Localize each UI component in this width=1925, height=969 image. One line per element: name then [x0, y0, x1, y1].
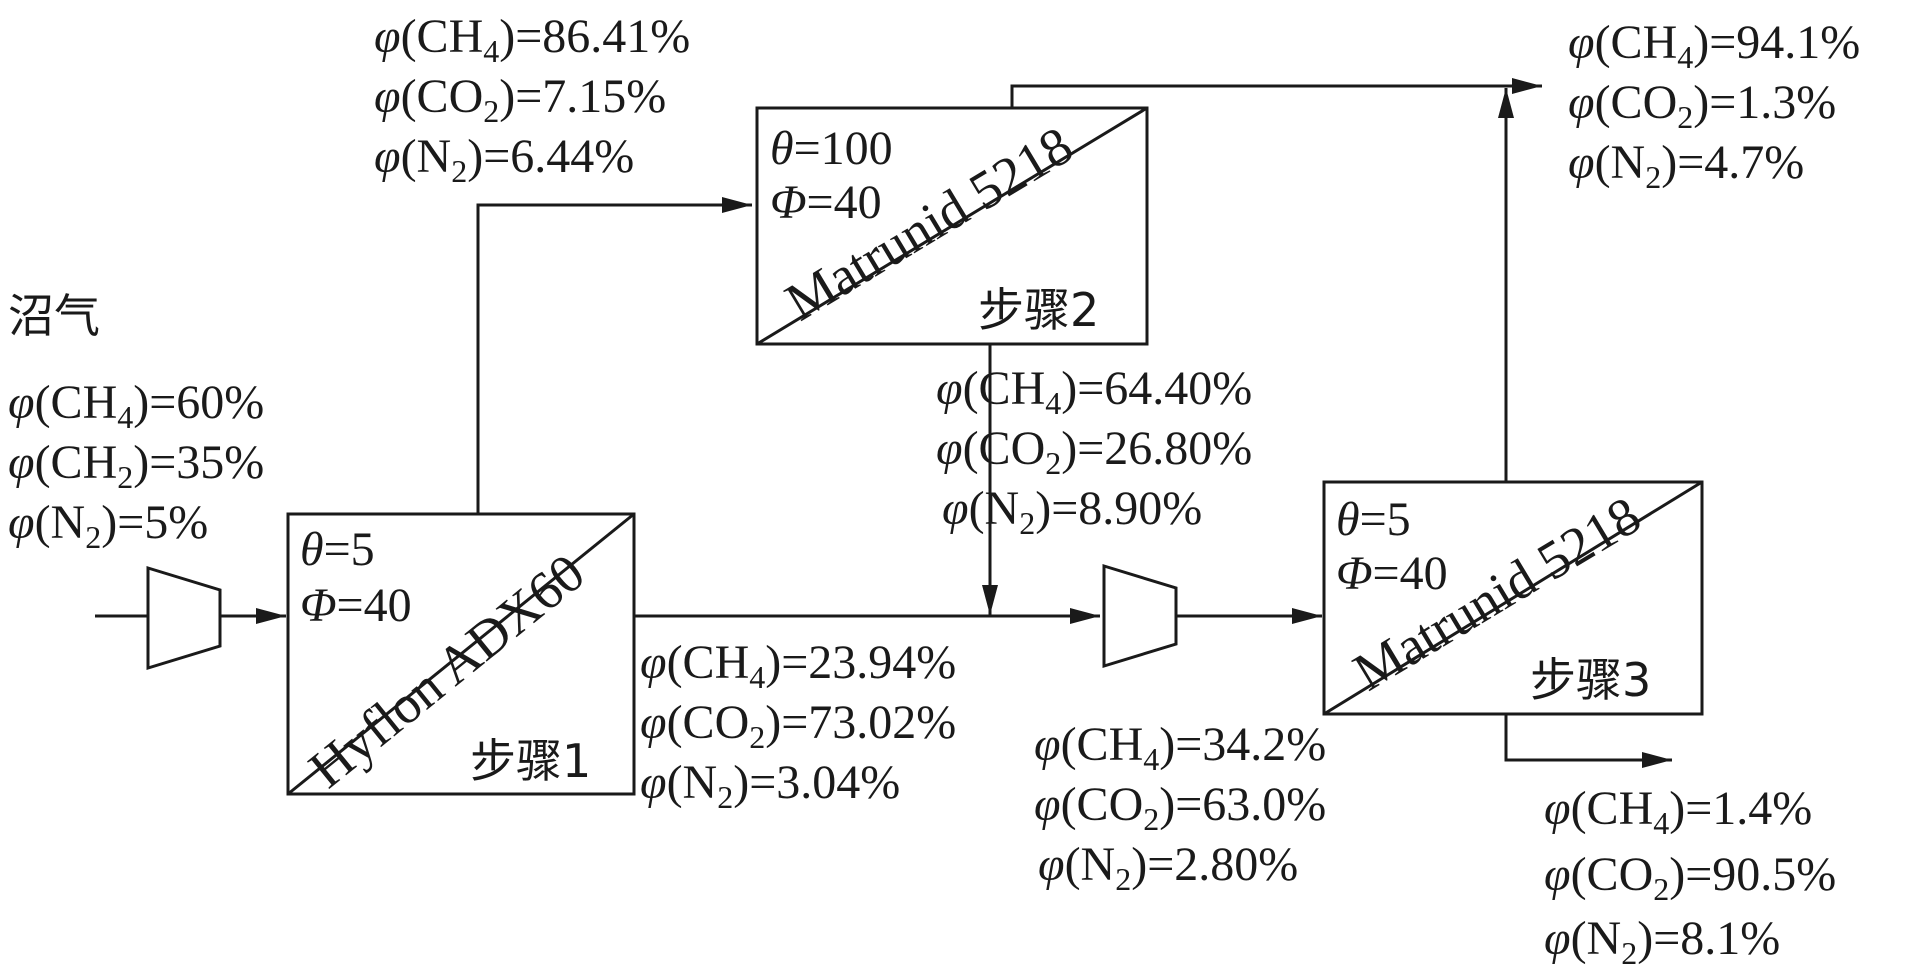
s2r-co2: φ(CO2)=26.80% — [936, 422, 1252, 481]
stream-waste: φ(CH4)=1.4% φ(CO2)=90.5% φ(N2)=8.1% — [1544, 782, 1836, 969]
step3-membrane-unit: θ=5 Φ=40 Matrunid 5218 步骤3 — [1322, 480, 1704, 716]
feed-composition: 沼气 φ(CH4)=60% φ(CH2)=35% φ(N2)=5% — [8, 289, 264, 555]
step3-phi-value: 40 — [1400, 547, 1448, 600]
step2-diagonal — [756, 106, 1148, 346]
s1p-co2: φ(CO2)=7.15% — [374, 70, 666, 129]
compressor-1-icon — [146, 565, 222, 671]
feed-title: 沼气 — [8, 289, 100, 343]
stream-step1-permeate: φ(CH4)=86.41% φ(CO2)=7.15% φ(N2)=6.44% — [374, 10, 690, 189]
step2-theta-label: θ=100 — [770, 122, 893, 175]
feed-ch2: φ(CH2)=35% — [8, 436, 264, 495]
stream-step2-retentate: φ(CH4)=64.40% φ(CO2)=26.80% φ(N2)=8.90% — [936, 362, 1252, 541]
s1p-n2: φ(N2)=6.44% — [374, 130, 634, 189]
step3-step-label: 步骤3 — [1530, 653, 1651, 707]
step1-step-label: 步骤1 — [470, 734, 591, 788]
waste-n2: φ(N2)=8.1% — [1544, 912, 1780, 969]
step3-theta-label: θ=5 — [1336, 493, 1411, 546]
mix-co2: φ(CO2)=63.0% — [1034, 778, 1326, 837]
step1-membrane-unit: θ=5 Φ=40 Hyflon ADX60 步骤1 — [286, 512, 636, 799]
s2r-ch4: φ(CH4)=64.40% — [936, 362, 1252, 421]
prod-ch4: φ(CH4)=94.1% — [1568, 16, 1860, 75]
s1r-ch4: φ(CH4)=23.94% — [640, 636, 956, 695]
step1-diagonal — [287, 512, 635, 796]
s1p-ch4: φ(CH4)=86.41% — [374, 10, 690, 69]
stream-product: φ(CH4)=94.1% φ(CO2)=1.3% φ(N2)=4.7% — [1568, 16, 1860, 195]
step2-theta-value: 100 — [821, 122, 893, 175]
mix-n2: φ(N2)=2.80% — [1038, 838, 1298, 897]
s2r-n2: φ(N2)=8.90% — [942, 482, 1202, 541]
waste-ch4: φ(CH4)=1.4% — [1544, 782, 1812, 841]
mix-ch4: φ(CH4)=34.2% — [1034, 718, 1326, 777]
feed-ch4: φ(CH4)=60% — [8, 376, 264, 435]
compressor-2-icon — [1102, 563, 1178, 669]
stream-step1-retentate: φ(CH4)=23.94% φ(CO2)=73.02% φ(N2)=3.04% — [640, 636, 956, 815]
step1-to-step2-arrow — [476, 197, 752, 514]
step3-phi-label: Φ=40 — [1336, 547, 1448, 600]
step1-phi-value: 40 — [364, 579, 412, 632]
step2-membrane-unit: θ=100 Φ=40 Matrunid 5218 步骤2 — [755, 106, 1149, 346]
feed-n2: φ(N2)=5% — [8, 496, 208, 555]
waste-co2: φ(CO2)=90.5% — [1544, 848, 1836, 907]
prod-n2: φ(N2)=4.7% — [1568, 136, 1804, 195]
s1r-co2: φ(CO2)=73.02% — [640, 696, 956, 755]
prod-co2: φ(CO2)=1.3% — [1568, 76, 1836, 135]
step3-diagonal — [1323, 480, 1703, 716]
step2-step-label: 步骤2 — [978, 283, 1099, 337]
stream-mixed: φ(CH4)=34.2% φ(CO2)=63.0% φ(N2)=2.80% — [1034, 718, 1326, 897]
step3-theta-value: 5 — [1387, 493, 1411, 546]
step3-waste-arrow — [1504, 714, 1672, 768]
step1-phi-label: Φ=40 — [300, 579, 412, 632]
step2-phi-label: Φ=40 — [770, 176, 882, 229]
step1-theta-value: 5 — [351, 523, 375, 576]
step1-theta-label: θ=5 — [300, 523, 375, 576]
flow-lines — [95, 78, 1672, 768]
s1r-n2: φ(N2)=3.04% — [640, 756, 900, 815]
step2-to-product-arrow — [1010, 78, 1542, 108]
step2-phi-value: 40 — [834, 176, 882, 229]
